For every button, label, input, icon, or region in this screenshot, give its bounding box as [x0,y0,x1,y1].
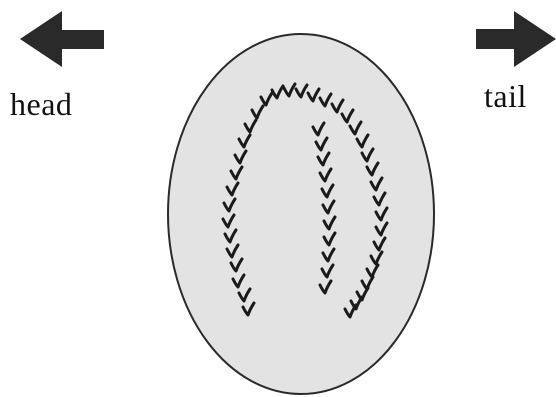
head-label: head [10,88,72,120]
tail-arrow-icon [476,11,556,67]
oval-body [168,34,434,394]
head-arrow-icon [20,11,104,67]
tail-label: tail [484,80,527,112]
